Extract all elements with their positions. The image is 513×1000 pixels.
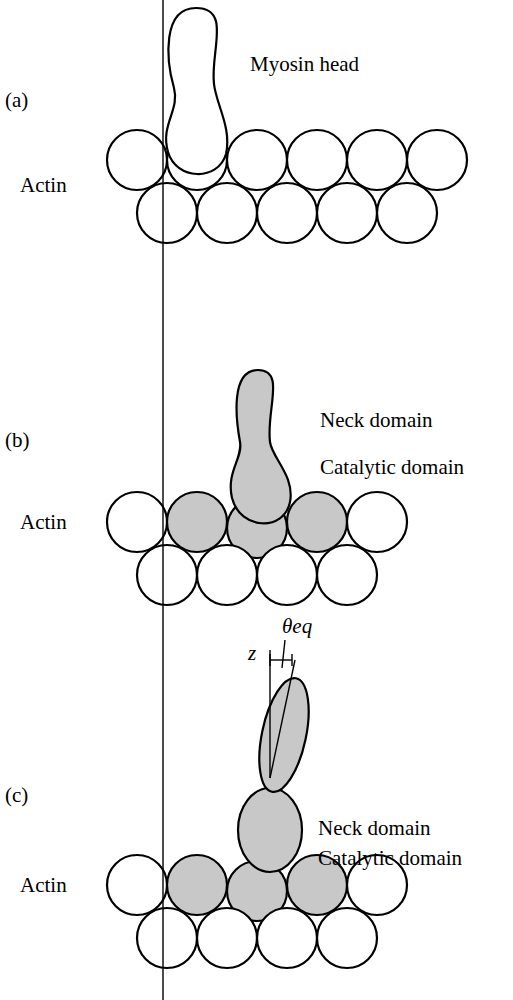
part-label: Neck domain (320, 408, 433, 432)
part-label: Actin (20, 510, 67, 534)
actin-filament-c (107, 855, 407, 968)
panel-label: (b) (5, 428, 30, 452)
part-label: Myosin head (250, 52, 359, 76)
myosin-head (166, 8, 227, 174)
part-label: Catalytic domain (320, 455, 464, 479)
part-label: Neck domain (318, 816, 431, 840)
part-label: Actin (20, 173, 67, 197)
offset-symbol: z (248, 641, 256, 665)
angle-symbol: θeq (282, 614, 312, 638)
reference-line (162, 0, 163, 1000)
part-label: Catalytic domain (318, 846, 462, 870)
myosin-head-bound (231, 370, 291, 523)
panel-label: (c) (5, 783, 28, 807)
neck-domain (250, 674, 317, 797)
actin-filament-a (107, 130, 467, 243)
catalytic-domain (238, 788, 302, 872)
angle-marks (270, 640, 295, 778)
panel-label: (a) (5, 88, 28, 112)
part-label: Actin (20, 873, 67, 897)
